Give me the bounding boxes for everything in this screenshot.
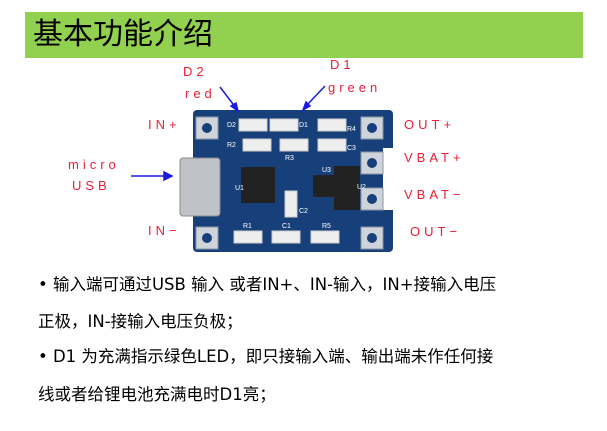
label-micro: micro xyxy=(68,157,120,172)
svg-text:R4: R4 xyxy=(347,126,356,133)
svg-text:C3: C3 xyxy=(347,145,356,152)
chip-u2 xyxy=(334,166,360,210)
svg-text:U3: U3 xyxy=(322,167,331,174)
label-usb: USB xyxy=(72,178,111,193)
svg-text:R5: R5 xyxy=(322,223,331,230)
label-vbat-plus: VBAT+ xyxy=(404,150,465,165)
label-in-minus: IN− xyxy=(148,223,181,238)
svg-text:U1: U1 xyxy=(235,185,244,192)
svg-text:R1: R1 xyxy=(243,223,252,230)
label-d2: D2 xyxy=(183,64,208,79)
label-vbat-minus: VBAT− xyxy=(404,187,465,202)
bullet-2-line-2: 线或者给锂电池充满电时D1亮； xyxy=(38,385,276,404)
chip-u3 xyxy=(313,175,339,197)
svg-text:C1: C1 xyxy=(282,223,291,230)
bullet-1-line-1: • 输入端可通过USB 输入 或者IN+、IN-输入，IN+接输入电压 xyxy=(38,275,497,294)
label-out-plus: OUT+ xyxy=(404,117,456,132)
bullet-1-line-2: 正极，IN-接输入电压负极； xyxy=(38,312,243,331)
label-green: green xyxy=(328,80,382,95)
svg-text:R3: R3 xyxy=(285,155,294,162)
svg-text:U2: U2 xyxy=(357,184,366,191)
svg-text:D2: D2 xyxy=(227,122,236,129)
bullet-2-line-1: • D1 为充满指示绿色LED，即只接输入端、输出端未作任何接 xyxy=(38,347,494,366)
label-in-plus: IN+ xyxy=(148,117,181,132)
svg-text:D1: D1 xyxy=(299,122,308,129)
micro-usb-connector xyxy=(179,157,221,217)
svg-text:C2: C2 xyxy=(299,208,308,215)
label-d1: D1 xyxy=(330,57,355,72)
svg-text:R2: R2 xyxy=(227,142,236,149)
slide-title: 基本功能介绍 xyxy=(33,17,213,52)
arrows xyxy=(131,85,326,182)
chip-u1 xyxy=(241,167,275,203)
label-out-minus: OUT− xyxy=(410,224,462,239)
d1-arrow xyxy=(305,85,326,107)
title-bar: 基本功能介绍 xyxy=(25,12,583,58)
label-red: red xyxy=(185,86,216,101)
